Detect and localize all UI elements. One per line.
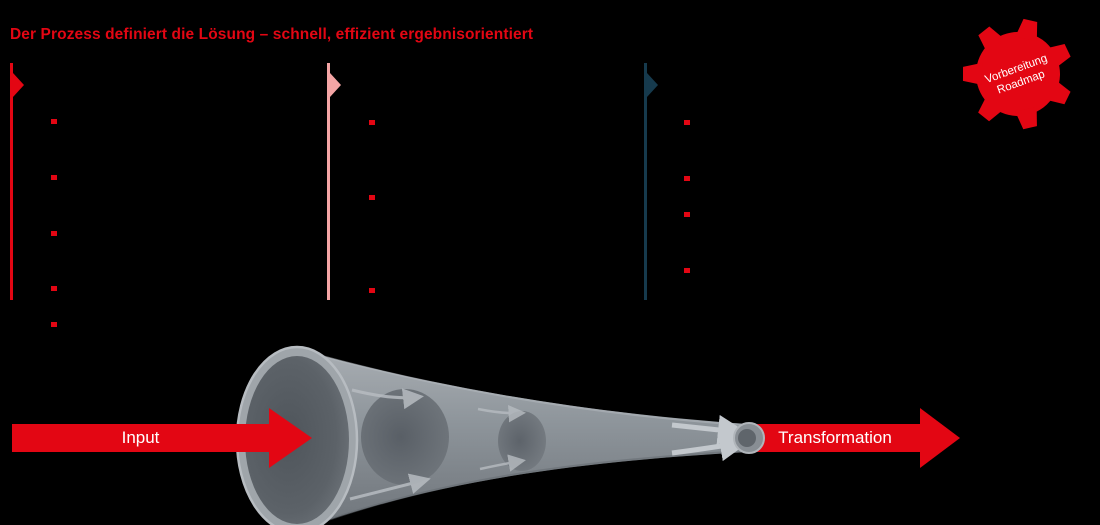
phase-1-bullet-icon [51, 322, 57, 327]
phase-1-line [10, 63, 13, 300]
phase-3-bullet-icon [684, 176, 690, 181]
phase-1-flag-icon [13, 73, 24, 97]
funnel-segment-1 [361, 389, 449, 485]
transformation-arrowhead [920, 408, 960, 468]
input-arrow: Input [12, 408, 312, 468]
phase-2-line [327, 63, 330, 300]
phase-1-bullet-icon [51, 119, 57, 124]
gear-badge-icon: Vorbereitung Roadmap [962, 18, 1071, 130]
phase-1-bullet-icon [51, 286, 57, 291]
transformation-arrow: Transformation [750, 408, 960, 468]
phase-2-bullet-icon [369, 195, 375, 200]
phase-1-bullet-icon [51, 175, 57, 180]
phase-3-bullet-icon [684, 212, 690, 217]
phase-2-bullet-icon [369, 120, 375, 125]
phase-1-bullet-icon [51, 231, 57, 236]
phase-3-line [644, 63, 647, 300]
input-label: Input [121, 428, 160, 447]
funnel-horn [297, 349, 748, 525]
page-title: Der Prozess definiert die Lösung – schne… [10, 26, 534, 43]
phase-3-bullet-icon [684, 120, 690, 125]
phase-3-bullet-icon [684, 268, 690, 273]
input-arrowhead [269, 408, 312, 468]
transformation-label: Transformation [778, 428, 892, 447]
phase-2-bullet-icon [369, 288, 375, 293]
funnel-segment-2 [498, 411, 546, 471]
phase-2-flag-icon [330, 73, 341, 97]
phase-3-flag-icon [647, 73, 658, 97]
